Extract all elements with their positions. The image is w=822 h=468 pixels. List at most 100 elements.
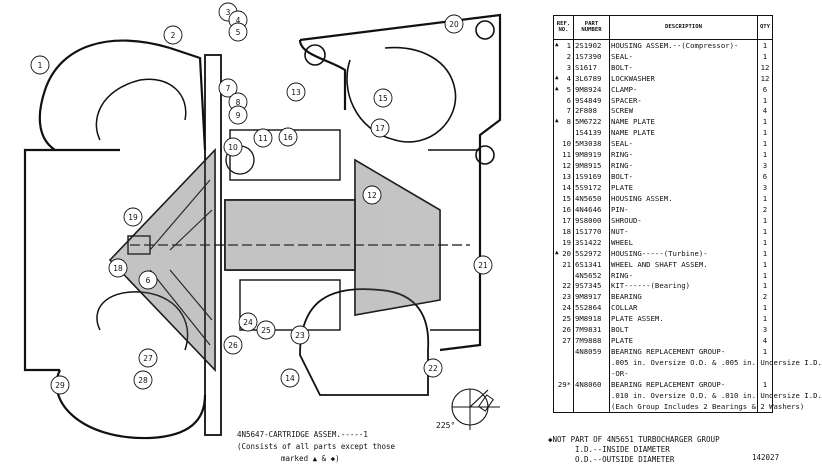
qty-cell: 3: [757, 324, 773, 336]
description-cell: HOUSING ASSEM.--(Compressor)-: [609, 39, 758, 51]
ref-number: 23: [562, 292, 571, 302]
callout-label: 15: [378, 94, 388, 103]
ref-number: 2: [566, 51, 571, 61]
qty-cell: 1: [757, 127, 773, 139]
angle-label: 225°: [436, 421, 455, 430]
description-cell: NAME PLATE: [609, 116, 758, 128]
qty-cell: 1: [757, 258, 773, 270]
qty-cell: 1: [757, 313, 773, 325]
qty-cell: 1: [757, 280, 773, 292]
callout-16: 16: [278, 127, 298, 147]
ref-cell: 2: [553, 50, 574, 62]
description-cell: SCREW: [609, 105, 758, 117]
table-header-row: REF. NO. PART NUMBER DESCRIPTION QTY: [553, 15, 773, 40]
ref-number: 29*: [557, 379, 571, 389]
qty-cell: 6: [757, 83, 773, 95]
ref-cell: 17: [553, 215, 574, 226]
description-cell: RING-: [609, 269, 758, 281]
callout-label: 21: [478, 261, 488, 270]
qty-cell: 6: [757, 171, 773, 183]
turbocharger-cutaway-drawing: 1234567891011121314151617181920212223242…: [23, 2, 502, 440]
qty-cell: 1: [757, 346, 773, 358]
callout-label: 26: [228, 341, 238, 350]
description-cell: BEARING REPLACEMENT GROUP-: [609, 379, 758, 390]
description-cell: SEAL-: [609, 138, 758, 150]
part-number-cell: 3S1422: [573, 236, 610, 248]
ref-cell: 22: [553, 280, 574, 292]
callout-label: 11: [258, 134, 268, 143]
ref-cell: 26: [553, 324, 574, 336]
ref-cell: [553, 127, 574, 139]
table-row: -OR-: [553, 368, 773, 380]
callout-28: 28: [133, 370, 153, 390]
mark-symbol: ▲: [555, 40, 559, 48]
callout-13: 13: [286, 82, 306, 102]
ref-cell: 24: [553, 302, 574, 314]
description-cell: (Each Group Includes 2 Bearings & 2 Wash…: [609, 400, 805, 413]
callout-label: 8: [236, 98, 241, 107]
ref-cell: 29*: [553, 379, 574, 390]
description-cell: WHEEL AND SHAFT ASSEM.: [609, 258, 758, 270]
figure-id: 142027: [752, 453, 780, 462]
callout-14: 14: [280, 368, 300, 388]
qty-cell: 1: [757, 302, 773, 314]
qty-cell: 1: [757, 236, 773, 248]
callout-24: 24: [238, 312, 258, 332]
ref-cell: [553, 269, 574, 281]
ref-number: 6: [566, 95, 571, 105]
callout-15: 15: [373, 88, 393, 108]
callout-6: 6: [138, 270, 158, 290]
callout-23: 23: [290, 325, 310, 345]
part-number-cell: 1S9169: [573, 171, 610, 183]
callout-27: 27: [138, 348, 158, 368]
description-cell: -OR-: [609, 368, 758, 380]
callout-label: 6: [146, 276, 151, 285]
description-cell: CLAMP-: [609, 83, 758, 95]
description-cell: KIT------(Bearing): [609, 280, 758, 292]
ref-cell: 19: [553, 236, 574, 248]
part-number-cell: 4N4646: [573, 204, 610, 215]
description-cell: PLATE: [609, 182, 758, 194]
ref-cell: 3: [553, 61, 574, 73]
callout-label: 22: [428, 364, 438, 373]
qty-cell: 1: [757, 116, 773, 128]
callout-20: 20: [444, 14, 464, 34]
caption-line-1: 4N5647-CARTRIDGE ASSEM.-----1: [237, 430, 368, 439]
part-number-cell: [573, 368, 610, 380]
mark-symbol: ▲: [555, 84, 559, 92]
callout-7: 7: [218, 78, 238, 98]
qty-cell: 4: [757, 335, 773, 347]
ref-cell: 6: [553, 94, 574, 106]
description-cell: WHEEL: [609, 236, 758, 248]
ref-number: 20: [562, 248, 571, 258]
part-number-cell: 3L6789: [573, 72, 610, 84]
ref-number: 8: [566, 117, 571, 127]
callout-18: 18: [108, 258, 128, 278]
ref-cell: 16: [553, 204, 574, 215]
note-od: O.D.--OUTSIDE DIAMETER: [575, 455, 675, 464]
ref-number: 7: [566, 106, 571, 116]
ref-cell: ▲20: [553, 247, 574, 259]
ref-cell: [553, 346, 574, 358]
part-number-cell: 5S2864: [573, 302, 610, 314]
description-cell: NUT-: [609, 225, 758, 237]
ref-cell: 7: [553, 105, 574, 117]
